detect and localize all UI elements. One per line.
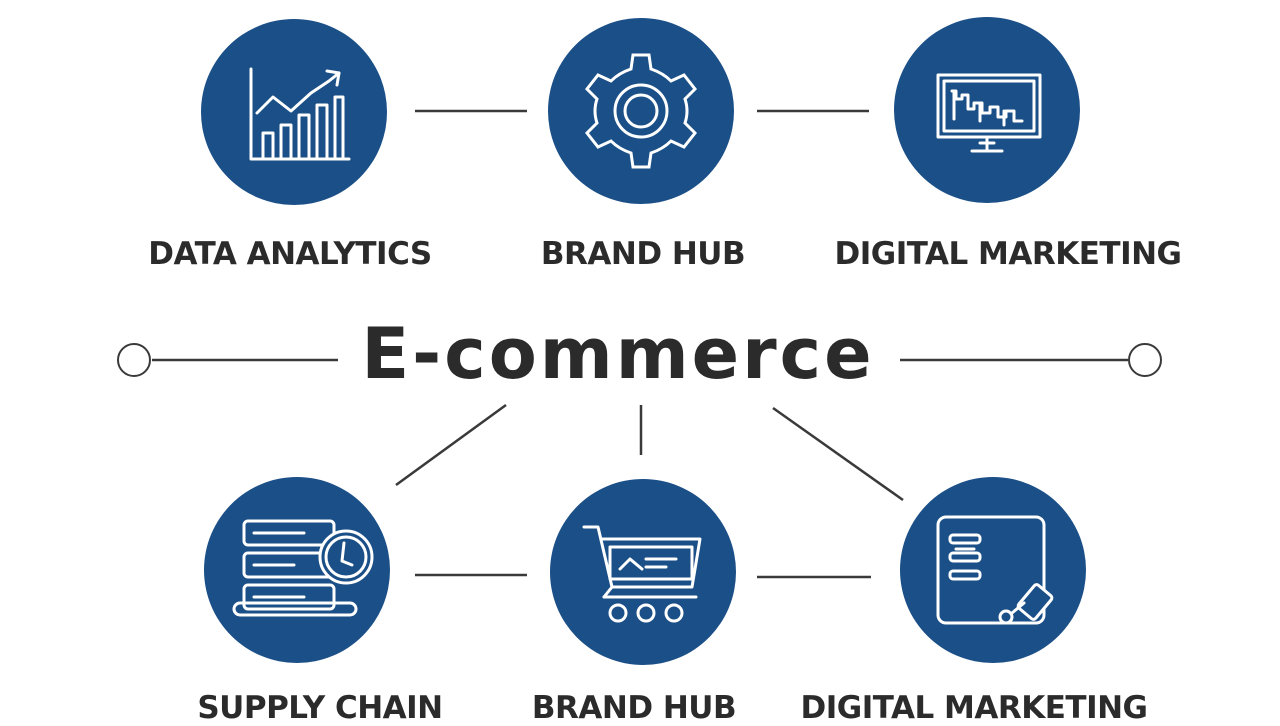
shopping-cart-icon [582,525,702,623]
connector-diag-left [395,403,507,487]
data-analytics-node[interactable] [201,19,387,205]
data-analytics-label: DATA ANALYTICS [148,236,432,272]
center-title: E-commerce [361,313,875,395]
right-endpoint-circle [1128,343,1162,377]
monitor-chart-icon [936,73,1042,153]
brand-hub-label-top: BRAND HUB [540,236,746,272]
digital-marketing-label-top: DIGITAL MARKETING [834,236,1182,272]
left-endpoint-circle [117,343,151,377]
clipboard-pen-icon [936,515,1054,625]
supply-chain-label: SUPPLY CHAIN [197,690,443,726]
stacked-servers-clock-icon [232,519,374,617]
digital-marketing-clipboard-node[interactable] [900,477,1086,663]
digital-marketing-node[interactable] [894,17,1080,203]
digital-marketing-label-bottom: DIGITAL MARKETING [800,690,1148,726]
gear-icon [584,53,698,169]
connector-diag-right [772,406,904,502]
brand-hub-label-bottom: BRAND HUB [531,690,737,726]
supply-chain-node[interactable] [204,477,390,663]
brand-hub-cart-node[interactable] [550,479,736,665]
bar-chart-growth-icon [249,67,351,161]
brand-hub-node[interactable] [548,18,734,204]
